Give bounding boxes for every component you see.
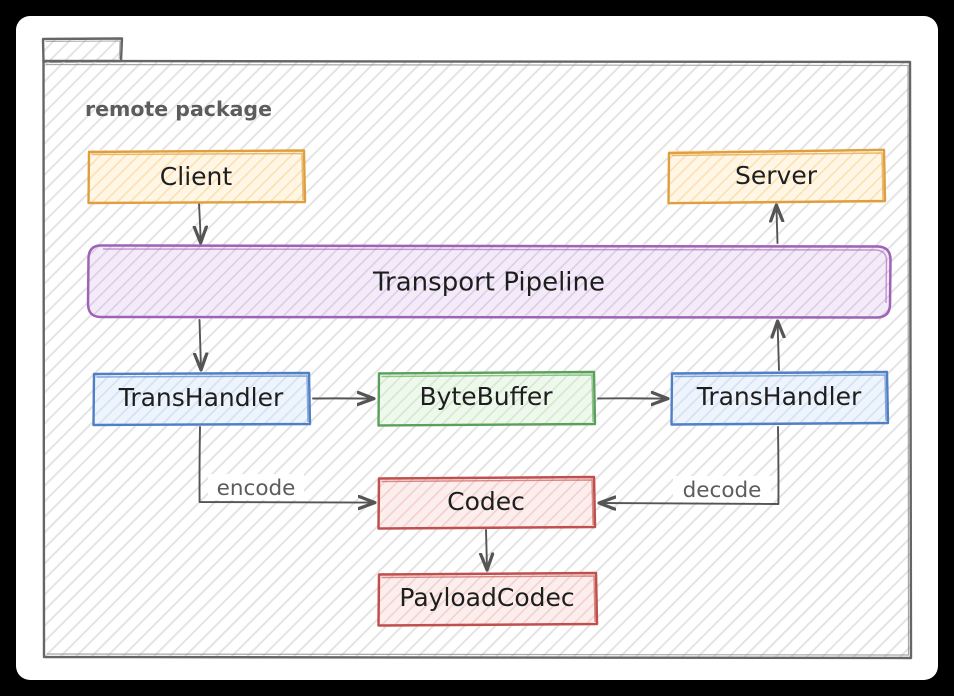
package-body xyxy=(42,59,913,660)
package-container: remote package xyxy=(41,37,913,660)
encode-label-backdrop xyxy=(208,474,304,500)
decode-label-backdrop xyxy=(673,476,771,502)
edge-pipeline-to-transhandler-left xyxy=(200,319,202,369)
edge-transhandler-left-to-codec xyxy=(198,426,374,503)
edge-transhandler-right-to-pipeline xyxy=(778,322,779,371)
edge-transhandler-right-to-codec xyxy=(600,426,780,504)
node-label-server: Server xyxy=(735,161,818,190)
node-label-transhandler-left: TransHandler xyxy=(118,383,284,412)
node-server[interactable]: Server xyxy=(667,148,887,205)
edge-codec-to-payloadcodec xyxy=(486,529,487,569)
diagram-canvas: remote package xyxy=(16,16,938,680)
node-label-codec: Codec xyxy=(447,487,525,516)
edge-pipeline-to-server xyxy=(776,206,777,244)
node-transhandler-left[interactable]: TransHandler xyxy=(92,371,312,427)
node-label-payloadcodec: PayloadCodec xyxy=(399,583,574,612)
node-label-transport-pipeline: Transport Pipeline xyxy=(372,268,605,298)
package-body-sketch xyxy=(45,63,910,656)
package-label: remote package xyxy=(85,97,272,121)
architecture-diagram: remote package xyxy=(41,37,913,660)
edge-client-to-pipeline xyxy=(199,203,201,242)
package-tab-sketch xyxy=(45,40,121,60)
edges-layer xyxy=(198,203,780,569)
node-payloadcodec[interactable]: PayloadCodec xyxy=(377,571,599,627)
edge-label-encode: encode xyxy=(217,476,296,501)
node-label-bytebuffer: ByteBuffer xyxy=(419,382,553,411)
node-label-transhandler-right: TransHandler xyxy=(696,382,862,411)
node-bytebuffer[interactable]: ByteBuffer xyxy=(377,370,597,427)
node-client[interactable]: Client xyxy=(87,149,307,205)
node-codec[interactable]: Codec xyxy=(377,475,597,530)
node-transhandler-right[interactable]: TransHandler xyxy=(670,370,890,426)
node-label-client: Client xyxy=(160,162,233,191)
node-transport-pipeline[interactable]: Transport Pipeline xyxy=(86,244,892,319)
edge-labels-layer: encode decode xyxy=(208,474,771,503)
edge-label-decode: decode xyxy=(683,478,762,503)
